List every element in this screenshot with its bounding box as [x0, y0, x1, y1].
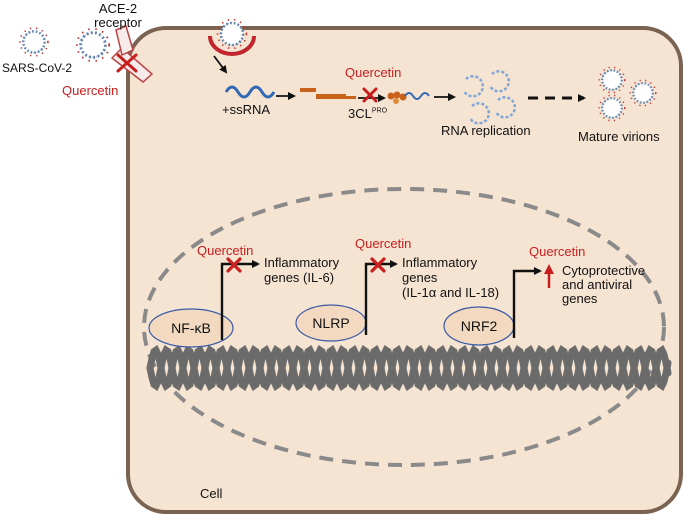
quercetin-nfkb-label: Quercetin	[197, 243, 254, 258]
nrf2-activation-arrow	[512, 267, 542, 338]
ssrna-label: +ssRNA	[222, 102, 271, 117]
polyprotein-icon	[300, 88, 356, 99]
nrf2-target-label: Cytoprotective and antiviral genes	[562, 264, 645, 306]
nfkb-label: NF-κB	[171, 320, 211, 336]
nfkb-ellipse	[148, 308, 234, 348]
nrf2-target-line2: and antiviral	[562, 277, 633, 292]
entry-arrow	[213, 55, 228, 74]
sars-cov-2-label: SARS-CoV-2	[2, 61, 73, 75]
nfkb-target-label: Inflammatory genes (IL-6)	[264, 255, 339, 285]
quercetin-nrf2-label: Quercetin	[529, 244, 586, 259]
dna-strand-2	[146, 344, 672, 392]
nlrp-target-line2: genes	[402, 270, 438, 285]
ssrna-strand	[224, 85, 276, 99]
cell-body	[126, 26, 683, 514]
protease-label: 3CLPRO	[348, 106, 388, 121]
bound-virion	[75, 27, 111, 63]
nlrp-label: NLRP	[312, 315, 350, 331]
nrf2-label: NRF2	[460, 318, 498, 334]
quercetin-entry-label: Quercetin	[62, 83, 119, 98]
ace2-label-line2: receptor	[94, 15, 142, 31]
cleaved-protein-icon	[387, 91, 430, 104]
nfkb-target-line2: genes (IL-6)	[264, 270, 335, 285]
quercetin-nlrp-label: Quercetin	[355, 236, 412, 251]
ace2-label: ACE-2 receptor	[88, 1, 148, 31]
entry-block-cross-icon	[116, 53, 138, 73]
nlrp-target-line1: Inflammatory	[402, 255, 478, 270]
nfkb-block-cross-icon	[226, 257, 242, 273]
mature-virions-label: Mature virions	[578, 129, 660, 144]
nrf2-target-line1: Cytoprotective	[562, 263, 646, 278]
ace2-label-line1: ACE-2	[98, 1, 138, 16]
cell-label: Cell	[200, 486, 223, 501]
protease-block-cross-icon	[362, 87, 378, 103]
quercetin-protease-label: Quercetin	[345, 65, 402, 80]
rna-replication-label: RNA replication	[441, 123, 531, 138]
nfkb-activation-arrow	[220, 260, 260, 340]
upregulation-arrow-icon	[544, 264, 554, 288]
entering-virion	[208, 18, 256, 56]
protease-superscript: PRO	[371, 107, 388, 115]
nucleus	[142, 187, 666, 467]
nlrp-target-label: Inflammatory genes (IL-1α and IL-18)	[402, 255, 499, 300]
protease-name: 3CL	[348, 106, 372, 121]
sars-cov-2-virion	[18, 26, 50, 58]
ace2-receptor-icon	[110, 24, 154, 83]
dna-double-helix	[146, 344, 672, 392]
nlrp-block-cross-icon	[370, 257, 386, 273]
nlrp-activation-arrow	[364, 260, 398, 335]
nfkb-target-line1: Inflammatory	[264, 255, 340, 270]
nlrp-target-line3: (IL-1α and IL-18)	[402, 285, 500, 300]
nrf2-target-line3: genes	[562, 291, 598, 306]
